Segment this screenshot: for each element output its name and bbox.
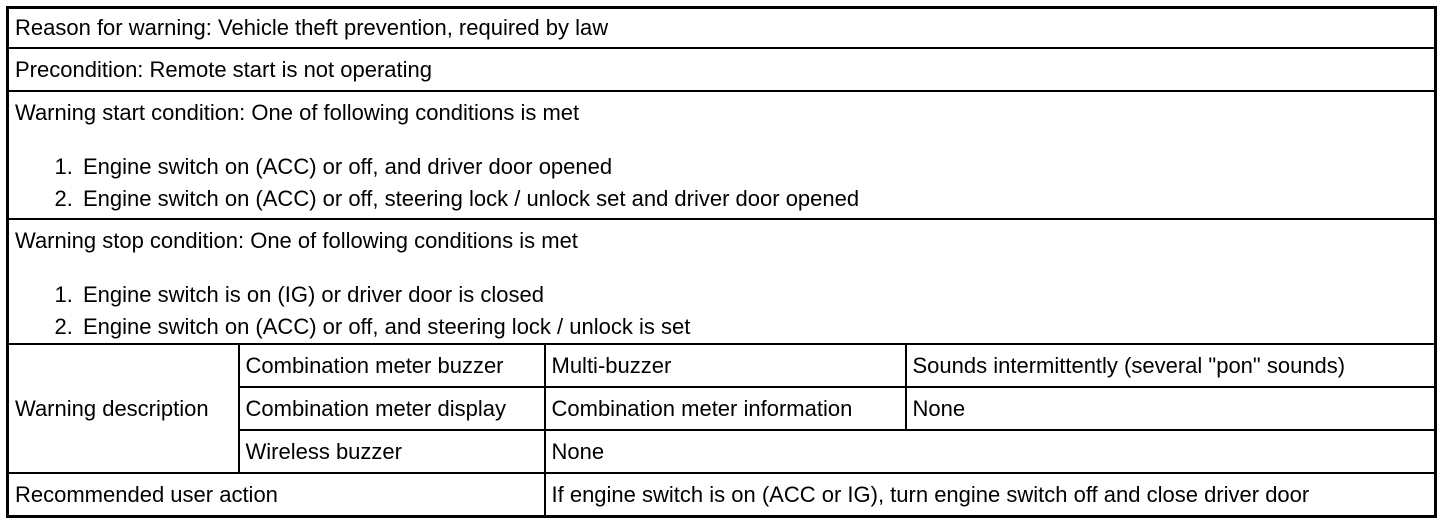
- list-item: Engine switch on (ACC) or off, and steer…: [79, 311, 1428, 342]
- list-item: Engine switch is on (IG) or driver door …: [79, 279, 1428, 311]
- list-item: Engine switch on (ACC) or off, steering …: [79, 183, 1428, 215]
- description-source-cell: Combination meter display: [237, 386, 546, 431]
- description-component-cell: Combination meter information: [543, 386, 907, 431]
- table-row: Precondition: Remote start is not operat…: [6, 47, 1437, 92]
- table-row: Combination meter display Combination me…: [8, 386, 1437, 431]
- warning-start-condition-list: Engine switch on (ACC) or off, and drive…: [15, 151, 1428, 215]
- description-behavior-cell: None: [904, 386, 1437, 431]
- reason-for-warning-cell: Reason for warning: Vehicle theft preven…: [6, 6, 1437, 49]
- warning-stop-condition-cell: Warning stop condition: One of following…: [6, 218, 1437, 345]
- table-row: Recommended user action If engine switch…: [6, 472, 1437, 518]
- warning-spec-table: Reason for warning: Vehicle theft preven…: [6, 6, 1437, 518]
- table-row: Wireless buzzer None: [8, 429, 1437, 474]
- description-behavior-cell: Sounds intermittently (several "pon" sou…: [904, 343, 1437, 388]
- warning-stop-condition-list: Engine switch is on (IG) or driver door …: [15, 279, 1428, 342]
- precondition-cell: Precondition: Remote start is not operat…: [6, 47, 1437, 92]
- warning-spec-document: Reason for warning: Vehicle theft preven…: [6, 6, 1437, 522]
- table-row: Warning start condition: One of followin…: [6, 90, 1437, 220]
- description-source-cell: Wireless buzzer: [237, 429, 546, 474]
- warning-start-condition-header: Warning start condition: One of followin…: [15, 100, 580, 125]
- table-row: Warning stop condition: One of following…: [6, 218, 1437, 345]
- list-item: Engine switch on (ACC) or off, and drive…: [79, 151, 1428, 183]
- recommended-action-value-cell: If engine switch is on (ACC or IG), turn…: [543, 472, 1437, 518]
- warning-start-condition-cell: Warning start condition: One of followin…: [6, 90, 1437, 220]
- description-component-cell: Multi-buzzer: [543, 343, 907, 388]
- warning-description-label-cell: Warning description: [6, 343, 240, 474]
- table-row: Warning description Combination meter bu…: [6, 343, 1437, 474]
- description-source-cell: Combination meter buzzer: [237, 343, 546, 388]
- table-row: Reason for warning: Vehicle theft preven…: [6, 6, 1437, 49]
- warning-stop-condition-header: Warning stop condition: One of following…: [15, 228, 578, 253]
- description-component-cell: None: [543, 429, 1437, 474]
- recommended-action-label-cell: Recommended user action: [6, 472, 546, 518]
